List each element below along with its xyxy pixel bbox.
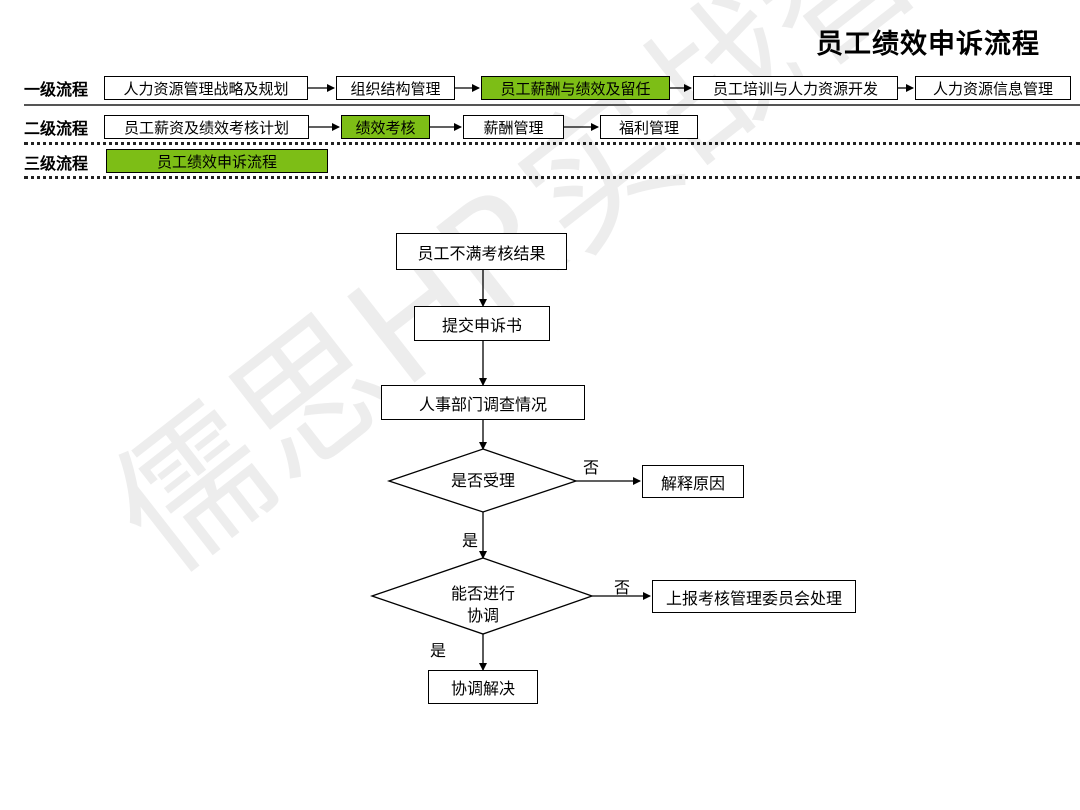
step-employee-dissatisfied: 员工不满考核结果 [396,233,567,270]
step-hr-investigation: 人事部门调查情况 [381,385,585,420]
l1-item-hr-strategy[interactable]: 人力资源管理战略及规划 [104,76,308,100]
l1-item-org-structure[interactable]: 组织结构管理 [336,76,455,100]
decision2-text-line2: 协调 [466,606,499,625]
decision1-text: 是否受理 [450,471,515,490]
l2-item-salary-management[interactable]: 薪酬管理 [463,115,564,139]
page-title: 员工绩效申诉流程 [816,29,1040,60]
decision1-no-label: 否 [583,458,600,477]
l2-item-performance-appraisal[interactable]: 绩效考核 [341,115,430,139]
level1-label: 一级流程 [24,80,89,99]
l1-item-hr-information[interactable]: 人力资源信息管理 [915,76,1071,100]
decision1-diamond [386,448,579,513]
step-submit-appeal: 提交申诉书 [414,306,550,341]
step-explain-reason: 解释原因 [642,465,744,498]
l3-item-appeal-process[interactable]: 员工绩效申诉流程 [106,149,328,173]
level3-label: 三级流程 [24,154,89,173]
l1-item-compensation-performance[interactable]: 员工薪酬与绩效及留任 [481,76,670,100]
l1-item-training-development[interactable]: 员工培训与人力资源开发 [693,76,898,100]
level1-separator [24,104,1080,106]
decision2-no-label: 否 [614,578,631,597]
level2-label: 二级流程 [24,119,89,138]
decision1-yes-label: 是 [462,531,479,550]
decision2-yes-label: 是 [430,641,447,660]
decision2-text-line1: 能否进行 [450,584,515,603]
decision2-diamond [369,557,594,635]
level2-separator [24,142,1080,145]
l2-item-benefits-management[interactable]: 福利管理 [600,115,698,139]
l2-item-pay-performance-plan[interactable]: 员工薪资及绩效考核计划 [104,115,309,139]
step-coordinate-resolve: 协调解决 [428,670,538,704]
level3-separator [24,176,1080,179]
step-escalate-committee: 上报考核管理委员会处理 [652,580,856,613]
